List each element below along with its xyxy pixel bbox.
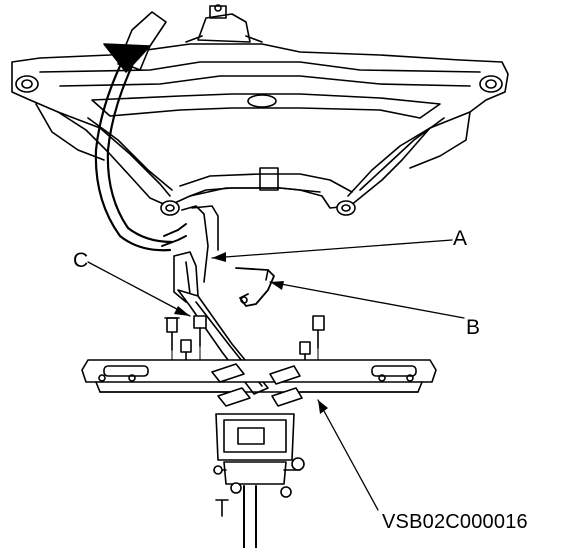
lifting-bar xyxy=(81,359,437,407)
leader-lines xyxy=(87,239,465,511)
rotation-arrow xyxy=(94,11,174,252)
callout-a: A xyxy=(453,227,468,250)
figure-code: VSB02C000016 xyxy=(382,511,528,533)
leader-arrowheads xyxy=(174,252,328,414)
callout-c: C xyxy=(73,249,89,272)
callout-b: B xyxy=(466,316,481,339)
harness-cable xyxy=(161,205,219,283)
subframe xyxy=(11,43,509,216)
jack-head xyxy=(213,413,305,548)
clip-part-b xyxy=(235,267,275,307)
strut-mount xyxy=(185,4,263,43)
